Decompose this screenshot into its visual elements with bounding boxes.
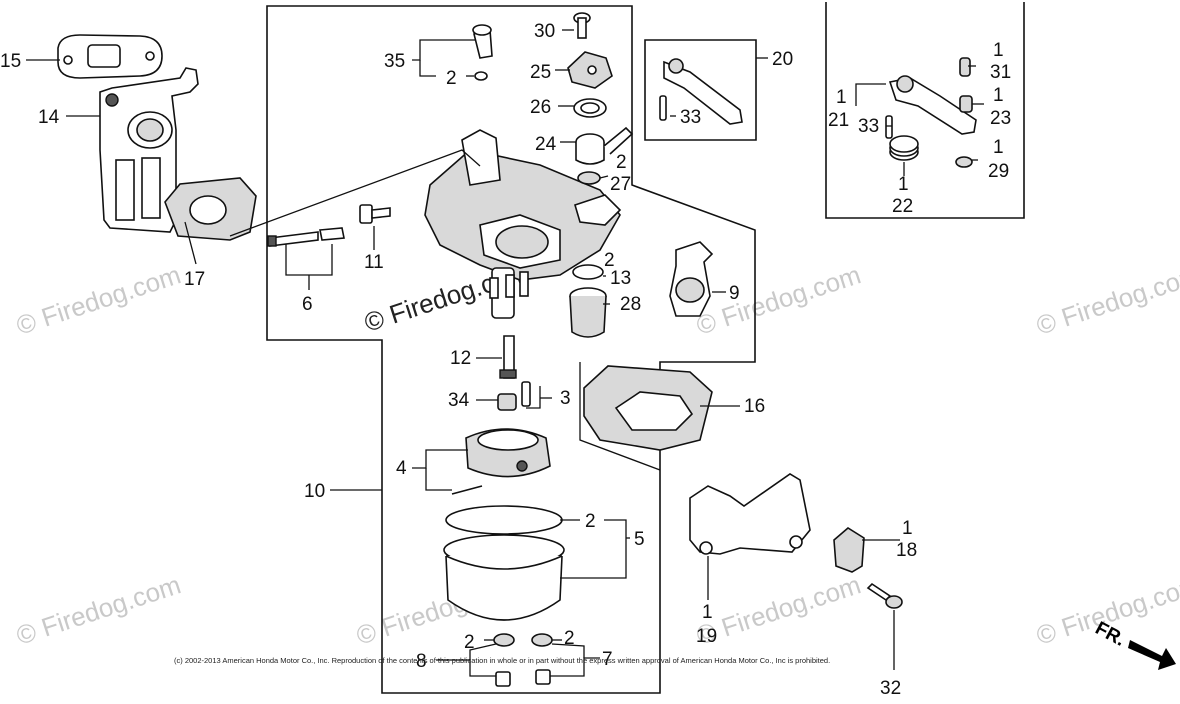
carburetor-body — [424, 129, 622, 319]
watermark: © Firedog.com — [1033, 259, 1180, 340]
carburetor-assembly-box — [266, 5, 756, 694]
callout-24: 24 — [535, 134, 557, 155]
o-ring-13 — [572, 264, 604, 280]
watermark: © Firedog.com — [693, 569, 865, 650]
callout-23: 23 — [990, 108, 1011, 129]
screw-31 — [959, 57, 971, 77]
callout-2-qty-8: 2 — [464, 632, 475, 653]
callout-1-qty-23: 1 — [993, 85, 1004, 106]
lever-set-box — [825, 2, 1025, 219]
part-20-box — [644, 39, 757, 141]
watermark: © Firedog.com — [693, 259, 865, 340]
callout-31: 31 — [990, 62, 1011, 83]
lever-21 — [885, 75, 977, 139]
callout-34: 34 — [448, 390, 470, 411]
callout-13: 13 — [610, 268, 631, 289]
washer-29 — [955, 156, 973, 168]
callout-16: 16 — [744, 396, 765, 417]
screw-11 — [359, 204, 391, 224]
insulator-gasket-15 — [57, 34, 163, 79]
float-valve-28 — [569, 287, 607, 338]
drain-bolt-8 — [493, 633, 515, 687]
callout-21: 21 — [828, 110, 849, 131]
callout-2-qty-27: 2 — [616, 152, 627, 173]
callout-32: 32 — [880, 678, 901, 699]
front-arrow-icon — [1128, 640, 1176, 670]
callout-10: 10 — [304, 481, 325, 502]
watermark: © Firedog.com — [13, 259, 185, 340]
callout-1-qty-18: 1 — [902, 518, 913, 539]
callout-20: 20 — [772, 49, 793, 70]
pilot-screw-6 — [267, 227, 345, 247]
callout-1-qty-22: 1 — [898, 174, 909, 195]
callout-4: 4 — [396, 458, 407, 479]
jet-34 — [497, 393, 517, 411]
callout-2-qty-13: 2 — [604, 250, 615, 271]
callout-28: 28 — [620, 294, 641, 315]
main-nozzle-12 — [499, 335, 517, 379]
callout-26: 26 — [530, 97, 551, 118]
float-bowl-5 — [443, 505, 565, 621]
bolt-32 — [866, 582, 903, 609]
bracket-19 — [689, 473, 811, 555]
callout-30: 30 — [534, 21, 555, 42]
callout-2-qty-5: 2 — [585, 511, 596, 532]
callout-29: 29 — [988, 161, 1009, 182]
callout-8: 8 — [416, 651, 427, 672]
callout-7: 7 — [602, 649, 613, 670]
callout-numbers: 15 14 17 6 11 35 2 30 25 26 24 2 27 20 3… — [0, 21, 1011, 699]
screw-35 — [472, 24, 493, 81]
callout-18: 18 — [896, 540, 917, 561]
callout-33-left: 33 — [680, 107, 701, 128]
float-9 — [669, 241, 714, 317]
callout-9: 9 — [729, 283, 740, 304]
float-4 — [451, 428, 551, 495]
watermark: © Firedog.com — [13, 569, 185, 650]
nut-23 — [959, 95, 973, 113]
callout-3: 3 — [560, 388, 571, 409]
callout-1-qty-21: 1 — [836, 87, 847, 108]
drain-screw-7 — [531, 633, 553, 685]
callout-5: 5 — [634, 529, 645, 550]
callout-1-qty-19: 1 — [702, 602, 713, 623]
clip-18 — [833, 527, 865, 573]
screw-3 — [521, 381, 531, 407]
choke-lever-24 — [575, 126, 634, 165]
callout-22: 22 — [892, 196, 913, 217]
gasket-16 — [583, 365, 713, 451]
gasket-17 — [164, 177, 257, 241]
callout-1-qty-31: 1 — [993, 40, 1004, 61]
callout-2-qty-35: 2 — [446, 68, 457, 89]
washer-27 — [577, 171, 601, 185]
callout-2-qty-7: 2 — [564, 628, 575, 649]
callout-33-right: 33 — [858, 116, 879, 137]
callout-1-qty-29: 1 — [993, 137, 1004, 158]
callout-25: 25 — [530, 62, 551, 83]
callout-27: 27 — [610, 174, 631, 195]
plate-25 — [567, 51, 613, 89]
copyright-notice: (c) 2002-2013 American Honda Motor Co., … — [174, 656, 830, 665]
front-direction-indicator: FR. — [1092, 618, 1176, 670]
spring-22 — [889, 135, 919, 161]
callout-35: 35 — [384, 51, 405, 72]
leader-lines — [26, 29, 984, 677]
callout-11: 11 — [364, 252, 384, 273]
callout-12: 12 — [450, 348, 471, 369]
callout-14: 14 — [38, 107, 60, 128]
callout-6: 6 — [302, 294, 313, 315]
callout-17: 17 — [184, 269, 205, 290]
lever-20 — [659, 58, 743, 125]
screw-30 — [573, 12, 591, 39]
callout-15: 15 — [0, 51, 21, 72]
callout-19: 19 — [696, 626, 717, 647]
